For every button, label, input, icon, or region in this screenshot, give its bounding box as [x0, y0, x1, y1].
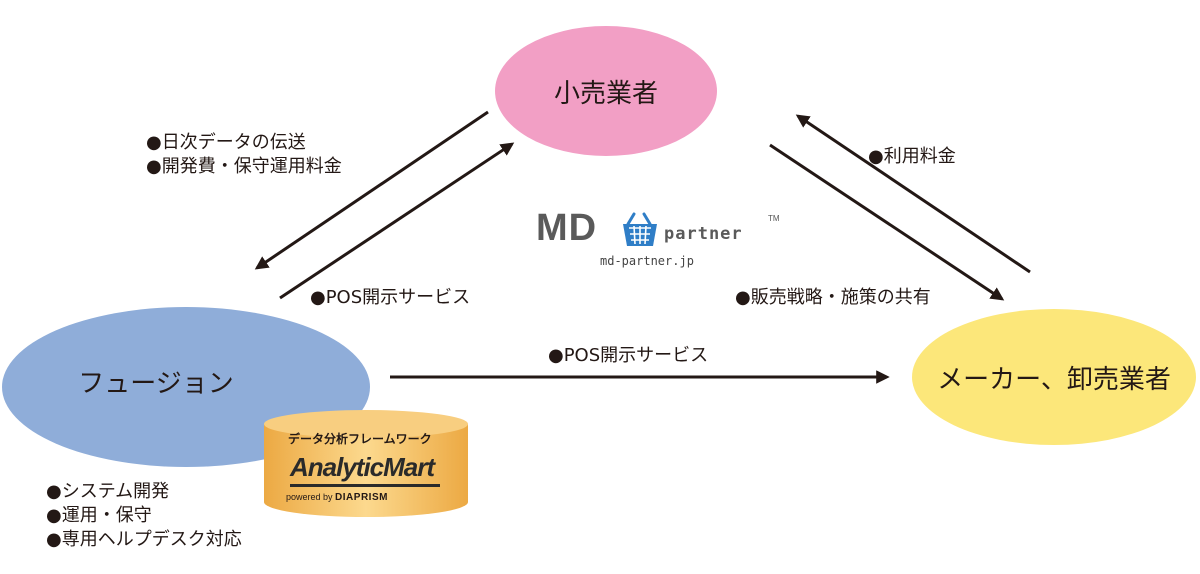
label-fusion-services: ●システム開発 ●運用・保守 ●専用ヘルプデスク対応: [46, 480, 242, 552]
label-retailer-to-fusion: ●日次データの伝送 ●開発費・保守運用料金: [146, 131, 342, 179]
arrow-fusion-to-retailer: [279, 142, 515, 300]
label-retailer-to-maker: ●販売戦略・施策の共有: [735, 287, 931, 308]
diaprism-brand: DIAPRISM: [335, 492, 388, 503]
retailer-label: 小売業者: [553, 78, 658, 109]
md-logo-text: MD: [536, 207, 598, 249]
partner-logo-text: partner: [664, 224, 743, 244]
fusion-label: フュージョン: [78, 368, 234, 399]
label-system-dev: ●システム開発: [46, 481, 170, 502]
label-helpdesk: ●専用ヘルプデスク対応: [46, 529, 242, 550]
analytic-mart-cylinder: データ分析フレームワーク AnalyticMart powered by DIA…: [262, 408, 470, 520]
cylinder-shape: [264, 410, 468, 517]
label-fusion-to-maker: ●POS開示サービス: [548, 345, 709, 366]
label-operation: ●運用・保守: [46, 505, 152, 526]
label-dev-fees: ●開発費・保守運用料金: [146, 156, 342, 177]
arrow-maker-to-retailer: [795, 114, 1031, 274]
arrow-retailer-to-fusion: [254, 110, 489, 270]
powered-by-text: powered by: [286, 492, 333, 502]
maker-label: メーカー、卸売業者: [937, 364, 1171, 395]
maker-node: メーカー、卸売業者: [912, 309, 1196, 445]
retailer-node: 小売業者: [495, 26, 717, 156]
label-daily-data: ●日次データの伝送: [146, 132, 306, 153]
arrow-retailer-to-maker: [769, 143, 1005, 301]
label-fusion-to-retailer: ●POS開示サービス: [310, 287, 471, 308]
analytic-mart-underline: [290, 484, 440, 487]
md-partner-logo: MD partner TM md-partner.jp: [536, 206, 786, 272]
analytic-mart-logo: AnalyticMart: [290, 452, 435, 482]
basket-icon: [623, 212, 657, 246]
trademark-mark: TM: [768, 214, 780, 223]
analytic-mart-header: データ分析フレームワーク: [288, 432, 432, 446]
label-maker-to-retailer: ●利用料金: [868, 146, 956, 167]
analytic-mart-powered: powered by DIAPRISM: [286, 492, 388, 503]
md-partner-url: md-partner.jp: [600, 254, 694, 268]
